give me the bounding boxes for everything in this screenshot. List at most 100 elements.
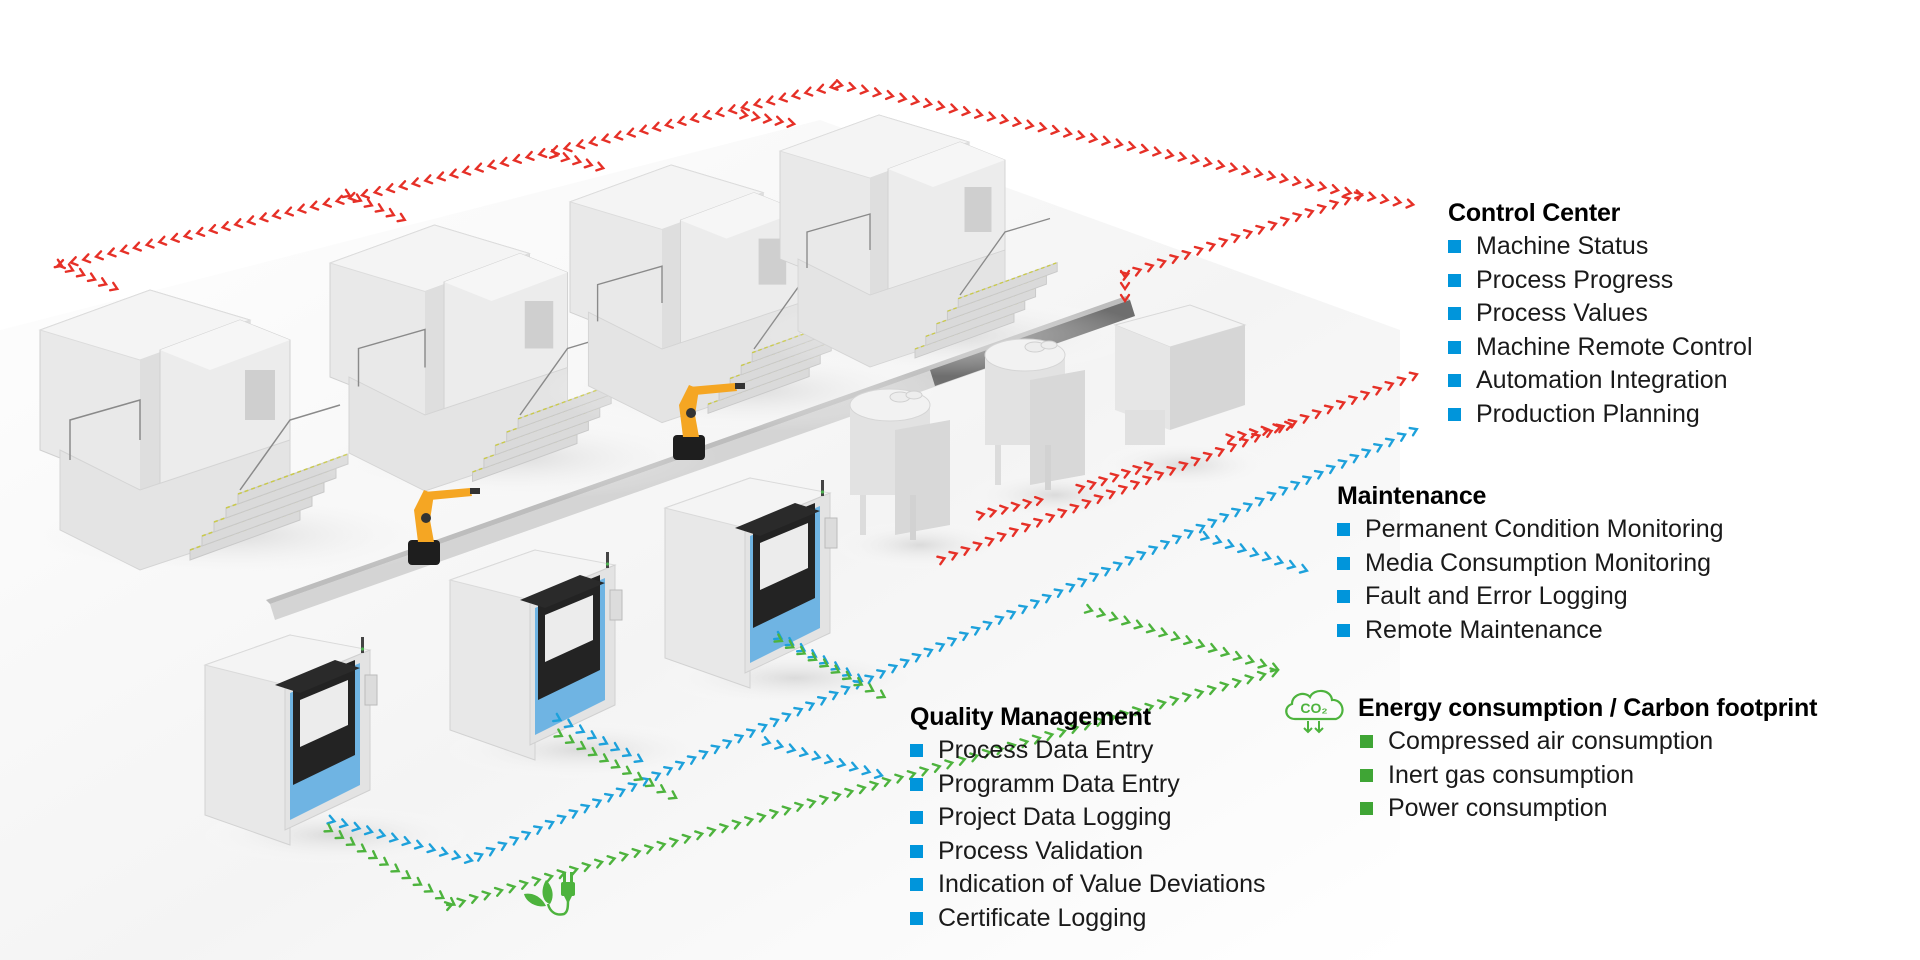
list-item: Project Data Logging	[910, 801, 1266, 835]
chevron-arrow-icon	[1178, 461, 1189, 471]
chevron-arrow-icon	[613, 130, 624, 141]
chevron-arrow-icon	[1050, 124, 1061, 135]
chevron-arrow-icon	[1405, 198, 1416, 209]
list-item-label: Process Progress	[1476, 265, 1674, 294]
chevron-arrow-icon	[345, 836, 356, 846]
chevron-arrow-icon	[999, 504, 1010, 515]
chevron-arrow-icon	[853, 676, 864, 687]
bullet-square-icon	[1360, 768, 1373, 782]
chevron-arrow-icon	[935, 642, 946, 652]
chevron-arrow-icon	[1323, 404, 1335, 415]
chevron-arrow-icon	[643, 844, 655, 855]
chevron-arrow-icon	[1166, 465, 1177, 476]
chevron-arrow-icon	[739, 109, 750, 120]
chevron-arrow-icon	[994, 745, 1005, 756]
list-item: Inert gas consumption	[1360, 759, 1817, 793]
chevron-arrow-icon	[1094, 716, 1105, 727]
chevron-arrow-icon	[1086, 479, 1097, 490]
chevron-arrow-icon	[1239, 437, 1250, 448]
chevron-arrow-icon	[1181, 692, 1193, 703]
list-item: Process Validation	[910, 835, 1266, 869]
chevron-arrow-icon	[1057, 508, 1068, 519]
chevron-arrow-icon	[1152, 146, 1163, 157]
chevron-arrow-icon	[1145, 623, 1156, 634]
chevron-arrow-icon	[326, 814, 337, 825]
chevron-arrow-icon	[982, 620, 993, 631]
bullet-square-icon	[1448, 374, 1461, 388]
chevron-arrow-icon	[861, 765, 872, 776]
bullet-square-icon	[1448, 240, 1461, 254]
chevron-arrow-icon	[81, 253, 92, 264]
chevron-arrow-icon	[1183, 529, 1194, 539]
chevron-arrow-icon	[818, 655, 830, 665]
bullet-square-icon	[1448, 407, 1461, 421]
bullet-square-icon	[1337, 523, 1350, 537]
chevron-arrow-icon	[1126, 140, 1137, 152]
chevron-arrow-icon	[1148, 545, 1159, 555]
list-item-label: Automation Integration	[1476, 366, 1728, 394]
chevron-arrow-icon	[765, 95, 776, 106]
chevron-arrow-icon	[1158, 627, 1169, 638]
chevron-arrow-icon	[610, 741, 621, 752]
list-item-label: Process Validation	[938, 836, 1144, 865]
chevron-arrow-icon	[1349, 453, 1360, 464]
bullet-square-icon	[1337, 623, 1350, 637]
chevron-arrow-icon	[762, 113, 773, 124]
chevron-arrow-icon	[606, 855, 617, 866]
chevron-arrow-icon	[948, 550, 959, 561]
chevron-arrow-icon	[341, 188, 352, 199]
chevron-arrow-icon	[1075, 483, 1086, 494]
chevron-arrow-icon	[497, 841, 508, 852]
chevron-arrow-icon	[774, 115, 785, 126]
chevron-arrow-icon	[1337, 459, 1348, 469]
chevron-arrow-icon	[876, 669, 887, 679]
chevron-arrow-icon	[106, 247, 117, 258]
chevron-arrow-icon	[1302, 475, 1313, 485]
chevron-arrow-icon	[727, 104, 738, 115]
gas-supply-unit	[1095, 304, 1275, 490]
chevron-arrow-icon	[595, 161, 606, 172]
chevron-arrow-icon	[786, 743, 797, 754]
chevron-arrow-icon	[1024, 119, 1035, 130]
list-item-label: Process Data Entry	[938, 736, 1154, 764]
list-item-label: Production Planning	[1476, 399, 1700, 428]
chevron-arrow-icon	[423, 174, 434, 185]
chevron-arrow-icon	[233, 218, 244, 229]
chevron-arrow-icon	[719, 823, 730, 834]
list-item: Compressed air consumption	[1360, 725, 1817, 759]
depowdering-unit	[655, 477, 935, 708]
chevron-arrow-icon	[575, 139, 586, 150]
chevron-arrow-icon	[1119, 281, 1131, 292]
chevron-arrow-icon	[575, 724, 586, 734]
chevron-arrow-icon	[347, 191, 358, 202]
chevron-arrow-icon	[750, 111, 761, 122]
chevron-arrow-icon	[544, 819, 555, 830]
chevron-arrow-icon	[1124, 556, 1135, 566]
chevron-arrow-icon	[1325, 464, 1336, 475]
bullet-square-icon	[1448, 273, 1461, 287]
chevron-arrow-icon	[986, 111, 997, 122]
list-item: Permanent Condition Monitoring	[1337, 513, 1724, 547]
chevron-arrow-icon	[1160, 539, 1171, 550]
chevron-arrow-icon	[633, 753, 644, 763]
chevron-arrow-icon	[828, 690, 839, 701]
chevron-arrow-icon	[1033, 517, 1044, 528]
chevron-arrow-icon	[1287, 418, 1298, 429]
chevron-arrow-icon	[309, 200, 320, 211]
chevron-arrow-icon	[1132, 266, 1143, 277]
chevron-arrow-icon	[379, 856, 390, 866]
chevron-arrow-icon	[220, 221, 231, 232]
chevron-arrow-icon	[1144, 702, 1155, 713]
chevron-arrow-icon	[667, 790, 678, 800]
list-item: Remote Maintenance	[1337, 614, 1724, 648]
maintenance-title: Maintenance	[1337, 482, 1487, 510]
chevron-arrow-icon	[321, 197, 332, 208]
chevron-arrow-icon	[1348, 395, 1359, 405]
chevron-arrow-icon	[807, 649, 818, 659]
chevron-arrow-icon	[996, 531, 1007, 542]
chevron-arrow-icon	[973, 108, 984, 119]
bullet-square-icon	[910, 744, 923, 758]
chevron-arrow-icon	[631, 847, 642, 859]
chevron-arrow-icon	[923, 647, 934, 658]
chevron-arrow-icon	[969, 752, 980, 763]
